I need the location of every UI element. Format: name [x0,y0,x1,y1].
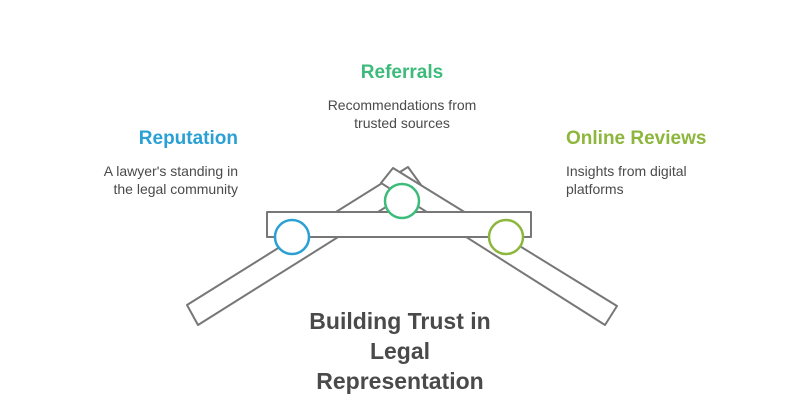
reputation-heading: Reputation [138,128,238,149]
diagram-title: Building Trust in Legal Representation [280,306,520,396]
diagram-title-line: Legal [369,338,431,364]
referrals-heading: Referrals [360,62,444,83]
diagram-title-line: Building Trust in [309,308,491,334]
referrals-description: Recommendations from trusted sources [290,96,514,132]
online-reviews-description-line: Insights from digital [566,163,687,179]
online-reviews-heading: Online Reviews [566,128,707,149]
online-reviews-description-line: platforms [566,181,624,197]
online-reviews-description: Insights from digital platforms [566,162,766,198]
reviews-node-icon [487,218,525,256]
reputation-description-line: A lawyer's standing in [103,163,238,179]
reputation-description: A lawyer's standing in the legal communi… [38,162,238,198]
reputation-description-line: the legal community [113,181,238,197]
reputation-node-icon [273,218,311,256]
referrals-node-icon [383,182,421,220]
diagram-title-line: Representation [316,368,484,394]
referrals-description-line: Recommendations from [327,97,477,113]
referrals-description-line: trusted sources [354,115,450,131]
